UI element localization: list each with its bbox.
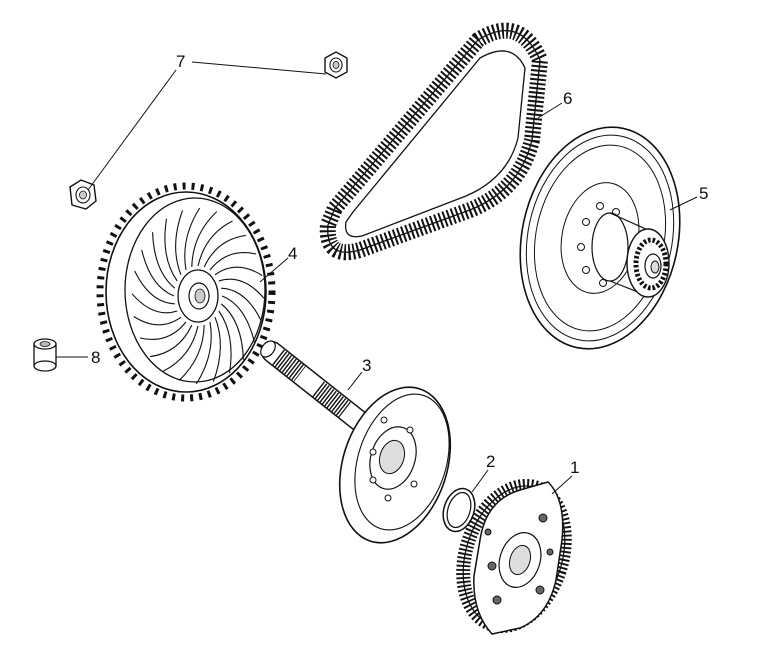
- callout-2: 2: [486, 452, 495, 471]
- fan-blade: [163, 325, 199, 372]
- leader-3: [347, 371, 363, 391]
- leader-5: [669, 196, 698, 211]
- fan-blade: [221, 287, 262, 322]
- fan-blade: [218, 310, 232, 374]
- clutch-bell-drum-with-shaft: [260, 340, 452, 544]
- fan-blade: [212, 316, 221, 382]
- fan-blade: [178, 324, 205, 381]
- callout-1: 1: [570, 458, 579, 477]
- fan-blade: [220, 303, 244, 360]
- leader-lines: [56, 61, 698, 495]
- fan-blade: [214, 266, 263, 276]
- clutch-shoe-assembly: [456, 478, 572, 635]
- fan-blade: [221, 295, 255, 343]
- leader-7b: [87, 69, 177, 191]
- fan-blade: [133, 316, 182, 326]
- callout-6: 6: [563, 89, 572, 108]
- fan-blade: [184, 207, 201, 271]
- nut-upper: [324, 51, 348, 79]
- drive-belt: [319, 22, 548, 261]
- callout-3: 3: [362, 356, 371, 375]
- leader-7a: [191, 61, 327, 75]
- o-ring: [442, 487, 476, 533]
- fan-pulley: [96, 182, 276, 402]
- fan-blade: [131, 293, 178, 314]
- fan-blade: [139, 321, 187, 340]
- callouts: 1 2 3 4 5 6 7 8: [91, 52, 708, 477]
- fan-blade: [152, 232, 176, 289]
- fan-blade: [218, 278, 265, 299]
- fan-blade: [197, 220, 233, 267]
- fan-blade: [209, 252, 257, 271]
- leader-6: [537, 102, 563, 119]
- collar: [33, 338, 57, 372]
- driven-pulley: [519, 126, 681, 350]
- fan-blade: [141, 249, 175, 297]
- callout-8: 8: [91, 348, 100, 367]
- callout-4: 4: [288, 244, 297, 263]
- callout-7: 7: [176, 52, 185, 71]
- fan-blade: [191, 211, 218, 268]
- fan-blade: [203, 234, 246, 268]
- fan-blade: [175, 210, 184, 276]
- leader-2: [471, 469, 489, 493]
- fan-blade: [195, 321, 212, 385]
- fan-blade: [164, 218, 178, 282]
- fan-blade: [150, 324, 193, 358]
- leader-1: [551, 475, 573, 495]
- fan-blade: [134, 270, 175, 305]
- callout-5: 5: [699, 184, 708, 203]
- leader-4: [259, 257, 289, 283]
